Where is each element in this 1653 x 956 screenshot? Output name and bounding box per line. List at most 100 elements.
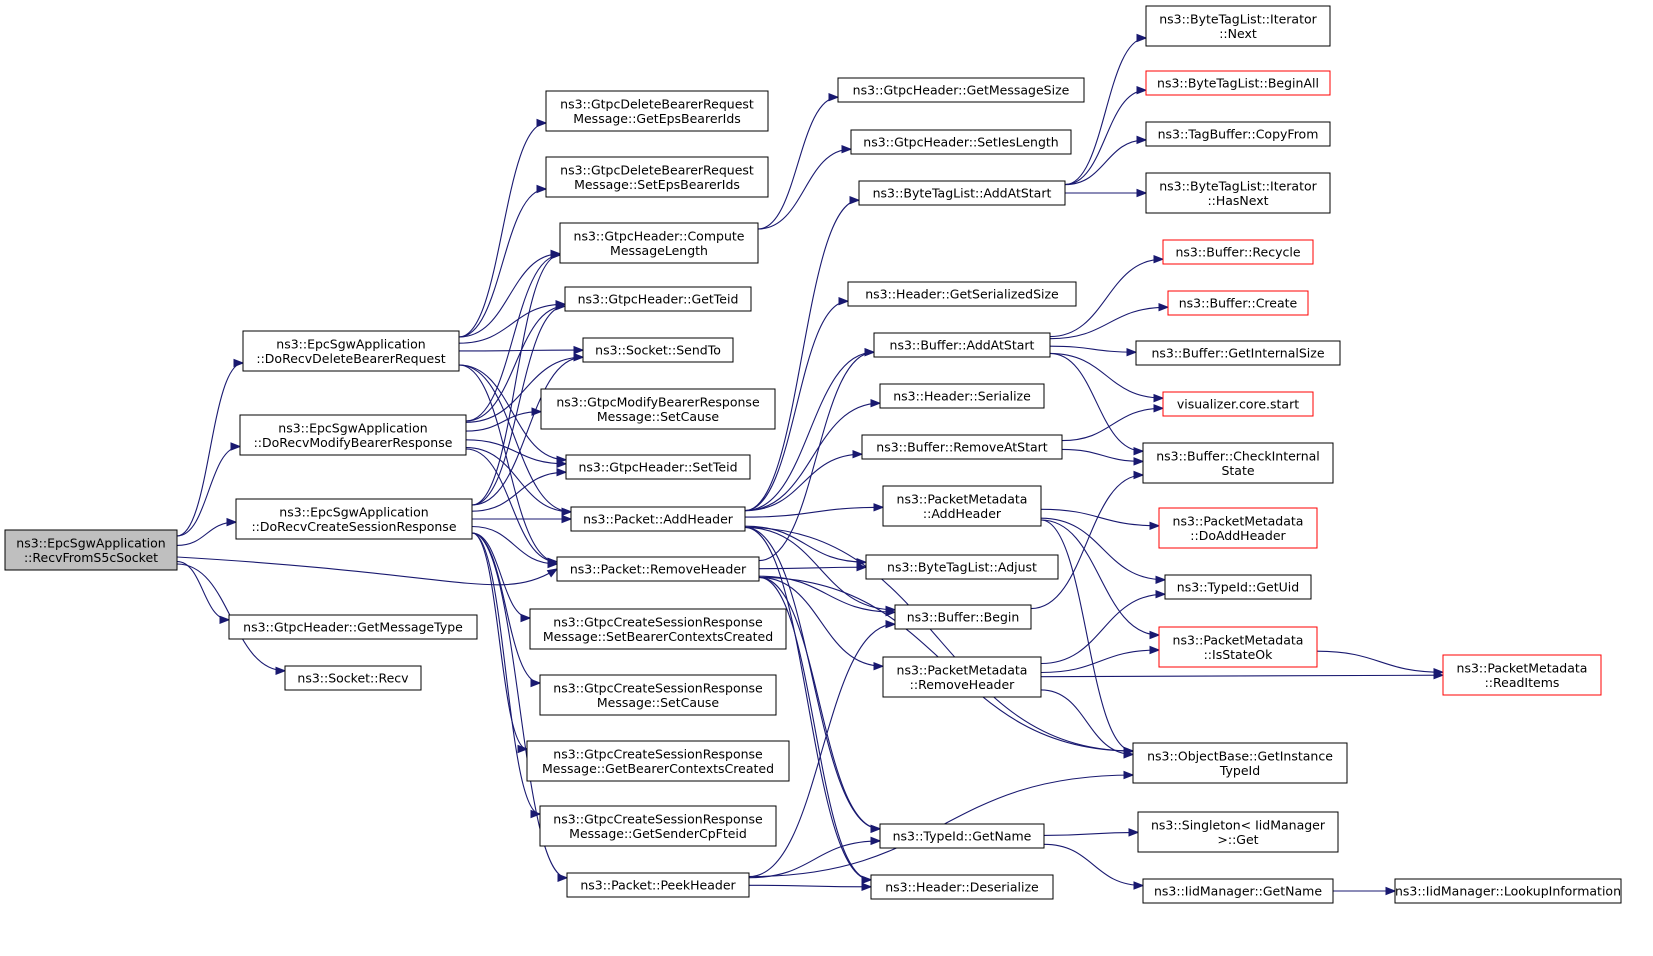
- edge-line: [748, 623, 896, 878]
- node-btlIterNext[interactable]: ns3::ByteTagList::Iterator::Next: [1145, 5, 1331, 47]
- node-gtpcGetTeid[interactable]: ns3::GtpcHeader::GetTeid: [564, 286, 752, 312]
- node-iidLookup[interactable]: ns3::IidManager::LookupInformation: [1394, 878, 1622, 904]
- edge-line: [1040, 508, 1160, 527]
- edge-line: [465, 254, 561, 422]
- edge-pktRemoveHeader-to-bufAddAtStart: [758, 347, 876, 562]
- edge-doRecvDelete-to-gtpcGetTeid: [458, 299, 567, 344]
- node-btlAddAtStart[interactable]: ns3::ByteTagList::AddAtStart: [858, 180, 1066, 206]
- node-hdrGetSerSize[interactable]: ns3::Header::GetSerializedSize: [847, 281, 1077, 307]
- node-typeIdGetName[interactable]: ns3::TypeId::GetName: [879, 823, 1045, 849]
- edge-line: [1049, 352, 1164, 399]
- node-csrGetSender[interactable]: ns3::GtpcCreateSessionResponseMessage::G…: [539, 805, 777, 847]
- node-pmRemoveHeader[interactable]: ns3::PacketMetadata::RemoveHeader: [882, 656, 1042, 698]
- edge-line: [471, 525, 558, 565]
- node-btlAdjust[interactable]: ns3::ByteTagList::Adjust: [865, 554, 1059, 580]
- node-modSetCause[interactable]: ns3::GtpcModifyBearerResponseMessage::Se…: [540, 388, 776, 430]
- edge-recvFromS5c-to-doRecvCreate: [176, 517, 238, 546]
- node-gtpcGetMsgType[interactable]: ns3::GtpcHeader::GetMessageType: [228, 614, 478, 640]
- node-label: ns3::ByteTagList::Iterator: [1159, 178, 1317, 193]
- node-box: [1162, 391, 1314, 417]
- edge-line: [471, 532, 528, 750]
- node-pmReadItems[interactable]: ns3::PacketMetadata::ReadItems: [1442, 654, 1602, 696]
- edge-doRecvModify-to-pktRemoveHeader: [465, 448, 559, 567]
- edge-line: [1040, 689, 1134, 755]
- node-box: [559, 222, 759, 264]
- node-pmIsStateOk[interactable]: ns3::PacketMetadata::IsStateOk: [1158, 626, 1318, 668]
- node-label: ns3::PacketMetadata: [1457, 660, 1588, 675]
- node-doRecvCreate[interactable]: ns3::EpcSgwApplication::DoRecvCreateSess…: [235, 498, 473, 540]
- node-csrSetCause[interactable]: ns3::GtpcCreateSessionResponseMessage::S…: [539, 674, 777, 716]
- edge-arrowhead: [546, 568, 559, 578]
- edge-arrowhead: [1133, 881, 1145, 890]
- node-bufRecycle[interactable]: ns3::Buffer::Recycle: [1162, 239, 1314, 265]
- node-typeIdGetUid[interactable]: ns3::TypeId::GetUid: [1164, 574, 1312, 600]
- node-box: [566, 872, 750, 898]
- node-pktRemoveHeader[interactable]: ns3::Packet::RemoveHeader: [556, 556, 760, 582]
- edge-bufAddAtStart-to-bufRecycle: [1049, 254, 1165, 338]
- node-doRecvModify[interactable]: ns3::EpcSgwApplication::DoRecvModifyBear…: [239, 414, 467, 456]
- node-label: >::Get: [1217, 832, 1258, 847]
- edge-arrowhead: [873, 503, 885, 512]
- node-pktPeekHeader[interactable]: ns3::Packet::PeekHeader: [566, 872, 750, 898]
- node-label: ns3::Buffer::Recycle: [1175, 245, 1300, 260]
- node-label: ns3::Buffer::AddAtStart: [890, 338, 1035, 353]
- node-label: Message::GetSenderCpFteid: [569, 826, 747, 841]
- node-csrGetBearer[interactable]: ns3::GtpcCreateSessionResponseMessage::G…: [526, 740, 790, 782]
- node-socketSendTo[interactable]: ns3::Socket::SendTo: [582, 337, 734, 363]
- edge-line: [758, 566, 867, 570]
- edge-iidGetName-to-iidLookup: [1332, 886, 1397, 896]
- node-btlIterHasNext[interactable]: ns3::ByteTagList::Iterator::HasNext: [1145, 172, 1331, 214]
- node-iidGetName[interactable]: ns3::IidManager::GetName: [1142, 878, 1334, 904]
- edge-line: [465, 356, 584, 423]
- node-gtpcSetTeid[interactable]: ns3::GtpcHeader::SetTeid: [565, 454, 751, 480]
- node-bufRemoveAtStart[interactable]: ns3::Buffer::RemoveAtStart: [861, 434, 1063, 460]
- edge-line: [471, 532, 568, 879]
- node-vizStart[interactable]: visualizer.core.start: [1162, 391, 1314, 417]
- node-singletonGet[interactable]: ns3::Singleton< IidManager>::Get: [1137, 811, 1339, 853]
- node-label: ns3::GtpcHeader::GetTeid: [578, 292, 739, 307]
- edge-line: [757, 96, 839, 230]
- node-pmDoAddHeader[interactable]: ns3::PacketMetadata::DoAddHeader: [1158, 507, 1318, 549]
- node-hdrDeserialize[interactable]: ns3::Header::Deserialize: [870, 874, 1054, 900]
- node-btlBeginAll[interactable]: ns3::ByteTagList::BeginAll: [1145, 70, 1331, 96]
- node-bufCreate[interactable]: ns3::Buffer::Create: [1167, 290, 1309, 316]
- edge-doRecvCreate-to-pktPeekHeader: [471, 532, 569, 883]
- node-pmAddHeader[interactable]: ns3::PacketMetadata::AddHeader: [882, 485, 1042, 527]
- edge-line: [1040, 674, 1444, 678]
- node-bufBegin[interactable]: ns3::Buffer::Begin: [894, 604, 1032, 630]
- node-box: [850, 129, 1072, 155]
- node-gtpcGetMsgSize[interactable]: ns3::GtpcHeader::GetMessageSize: [837, 77, 1085, 103]
- edge-line: [1043, 831, 1139, 836]
- edge-arrowhead: [233, 358, 245, 368]
- node-delSetEps[interactable]: ns3::GtpcDeleteBearerRequestMessage::Set…: [545, 156, 769, 198]
- node-bufAddAtStart[interactable]: ns3::Buffer::AddAtStart: [873, 332, 1051, 358]
- node-gtpcSetIesLen[interactable]: ns3::GtpcHeader::SetIesLength: [850, 129, 1072, 155]
- node-box: [1145, 5, 1331, 47]
- node-socketRecv[interactable]: ns3::Socket::Recv: [284, 665, 422, 691]
- edge-line: [471, 305, 566, 506]
- edge-arrowhead: [856, 562, 868, 572]
- node-delGetEps[interactable]: ns3::GtpcDeleteBearerRequestMessage::Get…: [545, 90, 769, 132]
- node-label: ::ReadItems: [1485, 675, 1560, 690]
- node-bufGetInternalSize[interactable]: ns3::Buffer::GetInternalSize: [1135, 340, 1341, 366]
- edge-line: [471, 532, 531, 619]
- node-label: ::Next: [1219, 26, 1257, 41]
- edge-arrowhead: [841, 144, 853, 154]
- edge-line: [1049, 345, 1137, 353]
- node-box: [1145, 121, 1331, 147]
- edge-arrowhead: [885, 607, 897, 617]
- node-tagBufCopyFrom[interactable]: ns3::TagBuffer::CopyFrom: [1145, 121, 1331, 147]
- node-box: [858, 180, 1066, 206]
- node-doRecvDelete[interactable]: ns3::EpcSgwApplication::DoRecvDeleteBear…: [242, 330, 460, 372]
- node-pktAddHeader[interactable]: ns3::Packet::AddHeader: [570, 506, 746, 532]
- edge-line: [744, 351, 875, 512]
- node-label: ns3::Buffer::GetInternalSize: [1151, 346, 1324, 361]
- node-csrSetBearer[interactable]: ns3::GtpcCreateSessionResponseMessage::S…: [529, 608, 787, 650]
- node-hdrSerialize[interactable]: ns3::Header::Serialize: [879, 383, 1045, 409]
- edge-btlAddAtStart-to-tagBufCopyFrom: [1064, 135, 1148, 186]
- node-label: ::DoRecvCreateSessionResponse: [251, 519, 456, 534]
- node-label: ns3::Buffer::Create: [1179, 296, 1298, 311]
